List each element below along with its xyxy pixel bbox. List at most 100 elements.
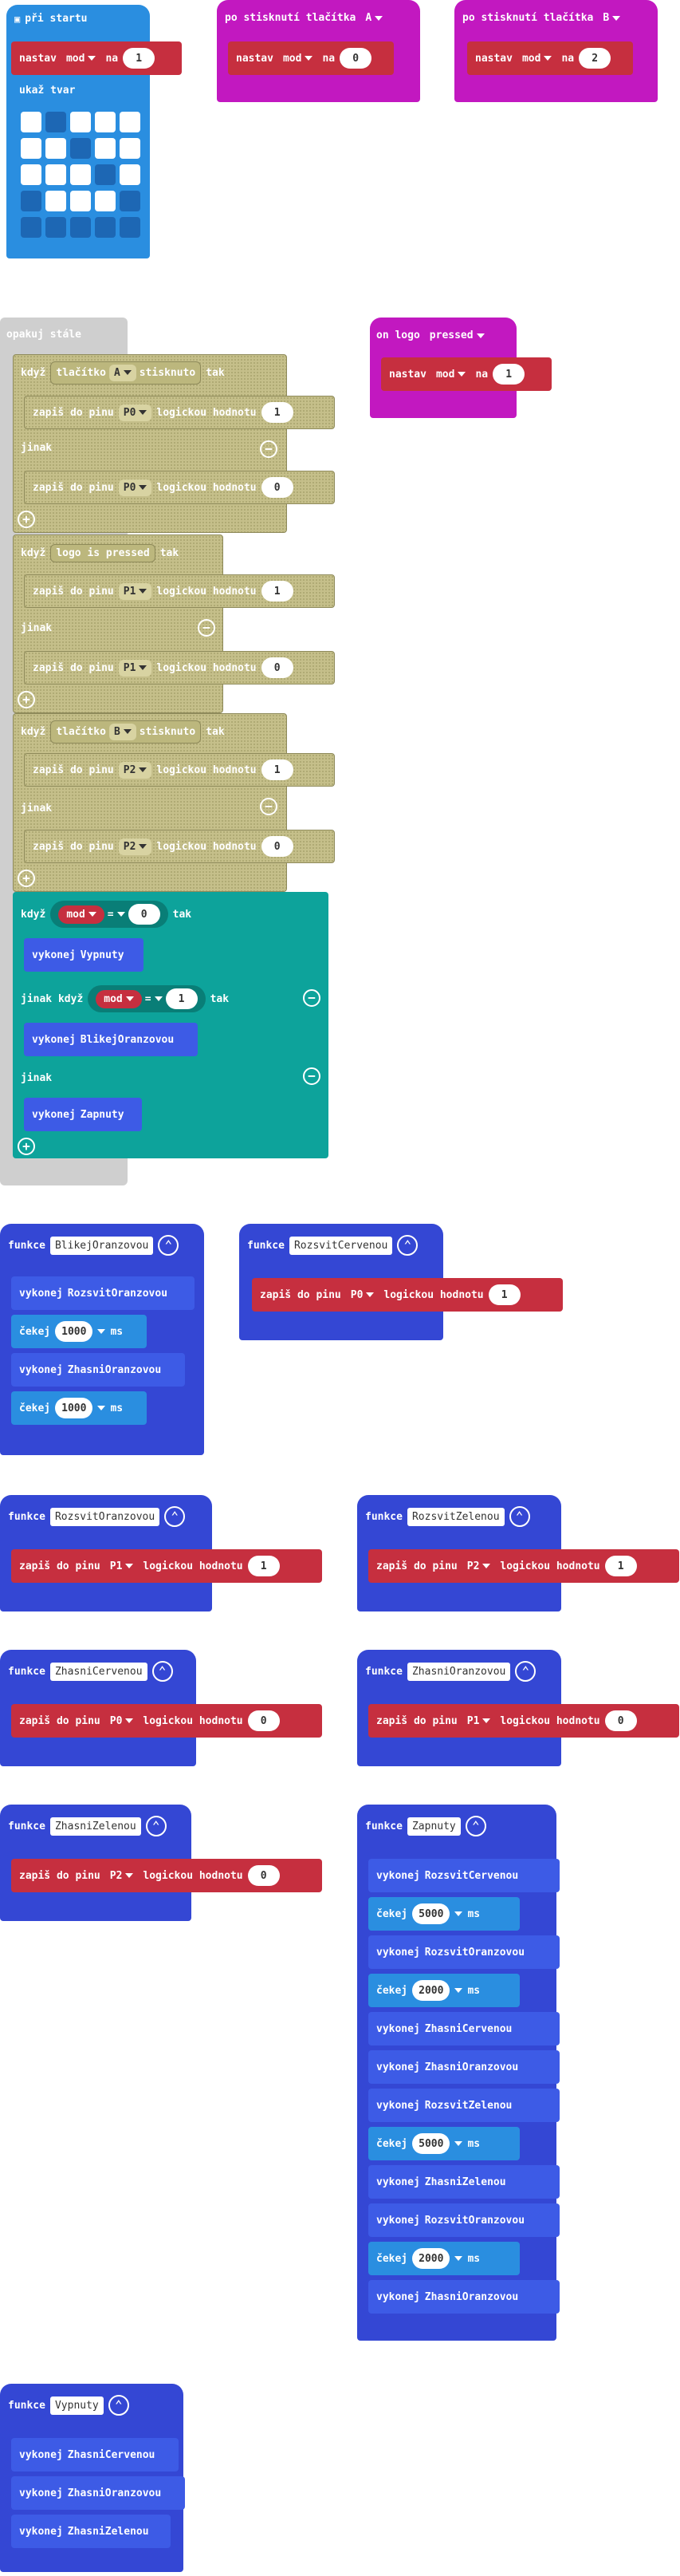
digital-write-block[interactable]: zapiš do pinu P2 logickou hodnotu 0	[24, 830, 335, 863]
var-dropdown[interactable]: mod	[517, 50, 556, 67]
value-input[interactable]: 0	[128, 904, 160, 925]
led-cell[interactable]	[120, 112, 140, 132]
value-input[interactable]: 0	[247, 1710, 280, 1731]
value-input[interactable]: 0	[261, 477, 293, 498]
add-else-icon[interactable]: +	[18, 1138, 35, 1155]
digital-write-block[interactable]: zapiš do pinu P2 logickou hodnotu 1	[24, 753, 335, 787]
led-cell[interactable]	[120, 217, 140, 238]
pin-dropdown[interactable]: P2	[118, 761, 152, 779]
led-cell[interactable]	[120, 138, 140, 159]
add-else-icon[interactable]: +	[18, 870, 35, 887]
var-reporter[interactable]: mod	[58, 905, 104, 924]
led-cell[interactable]	[21, 138, 41, 159]
led-cell[interactable]	[70, 112, 91, 132]
collapse-icon[interactable]: ⌃	[509, 1506, 530, 1527]
collapse-icon[interactable]: ⌃	[164, 1506, 186, 1527]
value-input[interactable]: 1	[165, 988, 198, 1009]
value-input[interactable]: 0	[261, 657, 293, 678]
add-else-icon[interactable]: +	[18, 511, 35, 528]
button-dropdown[interactable]: A	[360, 10, 387, 26]
set-mod-block[interactable]: nastav mod na 1	[381, 357, 552, 391]
led-grid[interactable]	[21, 112, 148, 239]
function-name[interactable]: RozsvitCervenou	[289, 1236, 393, 1255]
value-input[interactable]: 0	[340, 48, 372, 69]
function-name[interactable]: Vypnuty	[49, 2396, 104, 2415]
led-cell[interactable]	[70, 191, 91, 211]
logo-pressed-condition[interactable]: logo is pressed	[50, 543, 155, 562]
pin-dropdown[interactable]: P1	[118, 582, 152, 600]
digital-write-block[interactable]: zapiš do pinu P1 logickou hodnotu 0	[24, 651, 335, 684]
value-input[interactable]: 0	[261, 836, 293, 857]
digital-write-block[interactable]: zapiš do pinu P0 logickou hodnotu 0	[24, 471, 335, 504]
collapse-icon[interactable]: ⌃	[465, 1816, 486, 1836]
pause-input[interactable]: 1000	[55, 1398, 93, 1418]
pin-dropdown[interactable]: P2	[462, 1558, 496, 1575]
led-cell[interactable]	[21, 217, 41, 238]
value-input[interactable]: 1	[604, 1556, 637, 1576]
add-else-icon[interactable]: +	[18, 691, 35, 708]
led-cell[interactable]	[45, 164, 66, 185]
led-cell[interactable]	[120, 191, 140, 211]
collapse-icon[interactable]: ⌃	[151, 1661, 173, 1682]
value-input[interactable]: 0	[247, 1865, 280, 1886]
value-input[interactable]: 1	[261, 402, 293, 423]
pin-dropdown[interactable]: P2	[105, 1868, 139, 1884]
function-name[interactable]: ZhasniZelenou	[49, 1817, 141, 1836]
function-name[interactable]: RozsvitOranzovou	[49, 1507, 160, 1526]
led-cell[interactable]	[120, 164, 140, 185]
led-cell[interactable]	[21, 112, 41, 132]
digital-write-block[interactable]: zapiš do pinu P1 logickou hodnotu 1	[24, 574, 335, 608]
led-cell[interactable]	[21, 191, 41, 211]
function-name[interactable]: ZhasniOranzovou	[407, 1662, 511, 1681]
led-cell[interactable]	[45, 112, 66, 132]
value-input[interactable]: 1	[247, 1556, 280, 1576]
var-dropdown[interactable]: mod	[61, 50, 100, 67]
pin-dropdown[interactable]: P0	[346, 1287, 379, 1304]
button-pressed-condition[interactable]: tlačítko B stisknuto	[50, 720, 202, 744]
led-cell[interactable]	[95, 217, 116, 238]
function-name[interactable]: BlikejOranzovou	[49, 1236, 154, 1255]
function-name[interactable]: RozsvitZelenou	[407, 1507, 505, 1526]
pin-dropdown[interactable]: P0	[118, 404, 152, 421]
value-input[interactable]: 1	[493, 364, 525, 385]
collapse-icon[interactable]: ⌃	[397, 1235, 419, 1256]
pin-dropdown[interactable]: P0	[118, 479, 152, 496]
remove-else-icon[interactable]: −	[260, 440, 277, 458]
led-cell[interactable]	[70, 164, 91, 185]
pin-dropdown[interactable]: P1	[118, 659, 152, 677]
value-input[interactable]: 1	[123, 48, 155, 69]
pin-dropdown[interactable]: P1	[462, 1713, 496, 1730]
button-dropdown[interactable]: A	[108, 364, 136, 381]
collapse-icon[interactable]: ⌃	[515, 1661, 537, 1682]
var-dropdown[interactable]: mod	[431, 366, 470, 383]
pause-input[interactable]: 5000	[412, 1903, 450, 1924]
led-cell[interactable]	[95, 138, 116, 159]
led-cell[interactable]	[45, 217, 66, 238]
function-name[interactable]: ZhasniCervenou	[49, 1662, 147, 1681]
button-pressed-condition[interactable]: tlačítko A stisknuto	[50, 361, 202, 385]
led-cell[interactable]	[45, 191, 66, 211]
